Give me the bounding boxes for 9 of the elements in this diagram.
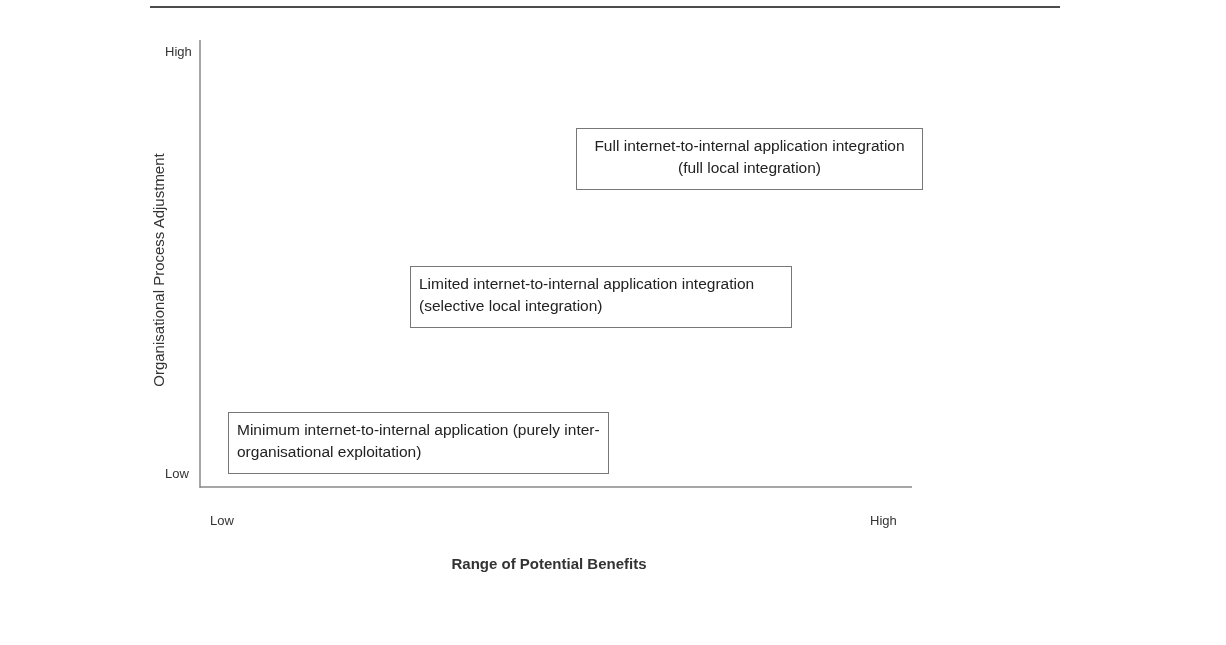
text-box: Minimum internet-to-internal application (purely inter-organisational exploitation) <box>228 412 609 474</box>
axis-tick-label: Low <box>210 513 234 528</box>
axis-title: Organisational Process Adjustment <box>149 153 167 387</box>
axis-tick-label: High <box>870 513 897 528</box>
axis-tick-label: High <box>165 44 192 59</box>
axis-tick-label: Low <box>165 466 189 481</box>
text-box: Full internet-to-internal application integration (full local integration) <box>576 128 923 190</box>
axis-title: Range of Potential Benefits <box>451 555 647 572</box>
text-box: Limited internet-to-internal application integration (selective local integration) <box>410 266 792 328</box>
